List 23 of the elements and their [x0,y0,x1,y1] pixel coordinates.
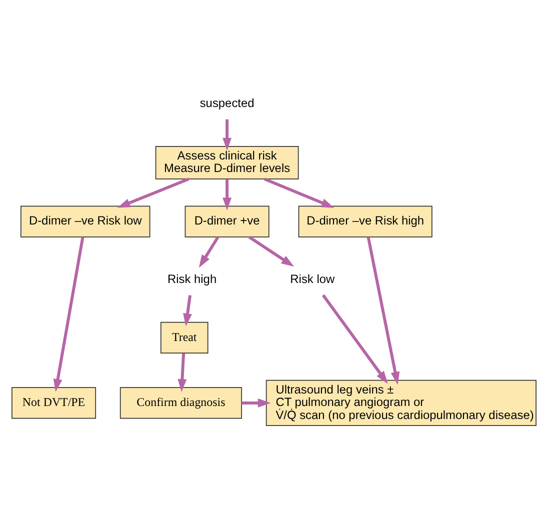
node-box: Assess clinical risk Measure D-dimer levels [155,146,299,180]
arrow [366,236,400,385]
arrow [322,294,388,384]
node-box: Not DVT/PE [12,387,96,419]
node-box: Confirm diagnosis [120,387,242,419]
arrow [198,236,220,268]
arrow [222,119,232,151]
node-text: suspected [200,96,254,110]
node-box: D-dimer +ve [184,206,270,238]
node-box: Treat [160,322,208,354]
node-text: Risk low [290,272,335,286]
arrow [222,179,232,210]
arrow [248,236,294,267]
arrow [178,353,187,392]
arrow [53,236,84,392]
node-box: D-dimer –ve Risk low [20,206,150,238]
node-box: Ultrasound leg veins ± CT pulmonary angiogram or V̇/Q̇ scan (no previous cardiopulmonary disease) [266,380,536,426]
arrow [242,398,271,408]
node-box: D-dimer –ve Risk high [298,206,432,238]
node-text: Risk high [168,272,217,286]
arrow [183,295,192,326]
arrow [264,178,334,208]
arrow [117,178,190,208]
